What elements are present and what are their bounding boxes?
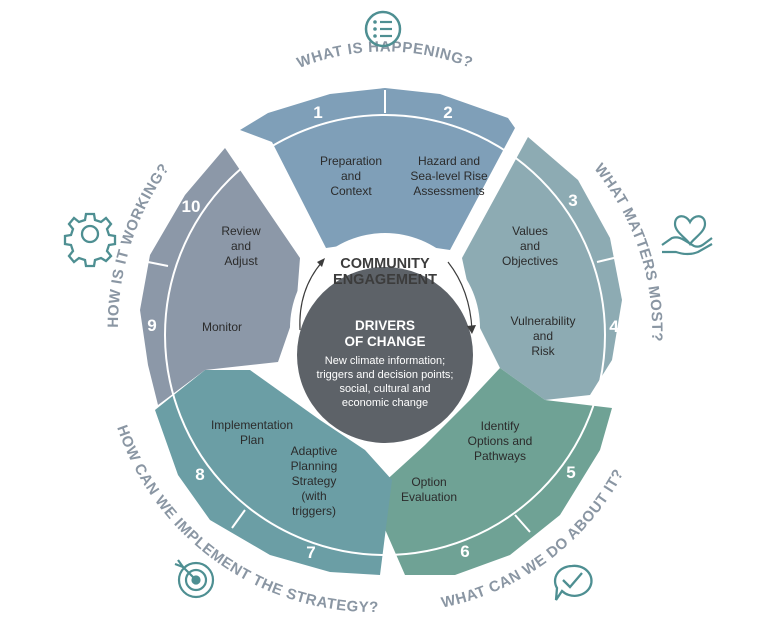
step-7-line2: Planning [291,459,338,473]
sector-what-matters-most [462,137,622,400]
drivers-title-line1: DRIVERS [355,318,415,333]
step-3-line1: Values [512,224,548,238]
step-10-line2: and [231,239,251,253]
check-bubble-icon [553,564,593,601]
arrow-head-left [317,258,325,267]
step-7-line3: Strategy [292,474,337,488]
heart-hand-icon [661,215,713,256]
step-number-1: 1 [313,103,322,122]
step-number-6: 6 [460,542,469,561]
step-2-line3: Assessments [413,184,484,198]
sector-what-can-we-do [370,368,612,575]
list-icon [364,10,402,48]
step-2-line1: Hazard and [418,154,480,168]
sector-how-is-it-working [140,148,300,405]
target-icon [174,559,215,599]
drivers-text-line4: economic change [342,397,428,409]
step-4-line1: Vulnerability [511,314,576,328]
gear-icon [63,212,117,268]
step-number-3: 3 [568,191,577,210]
engagement-title-line2: ENGAGEMENT [333,272,437,288]
step-number-2: 2 [443,103,452,122]
drivers-text-line2: triggers and decision points; [317,369,454,381]
step-8-line2: Plan [240,433,264,447]
step-2-line2: Sea-level Rise [410,169,488,183]
step-10-line3: Adjust [224,254,258,268]
sector-implement-strategy [155,370,392,575]
drivers-text-line1: New climate information; [325,355,445,367]
step-5-line2: Options and [468,434,533,448]
question-what-is-happening: WHAT IS HAPPENING? [295,38,476,71]
step-6-line2: Evaluation [401,490,457,504]
step-number-4: 4 [609,317,619,336]
drivers-title-line2: OF CHANGE [345,334,426,349]
step-3-line2: and [520,239,540,253]
step-6-line1: Option [411,475,446,489]
step-5-line3: Pathways [474,449,526,463]
step-dividers [147,90,619,533]
arrow-head-right [467,325,476,334]
step-number-5: 5 [566,463,575,482]
step-7-line1: Adaptive [291,444,338,458]
step-number-8: 8 [195,465,204,484]
inner-ring [164,114,606,556]
step-number-10: 10 [182,197,201,216]
step-8-line1: Implementation [211,418,293,432]
step-5-line1: Identify [481,419,520,433]
step-1-line2: and [341,169,361,183]
step-1-line1: Preparation [320,154,382,168]
cycle-arrows [299,261,473,331]
step-number-9: 9 [147,316,156,335]
step-7-line4: (with [301,489,326,503]
step-4-line2: and [533,329,553,343]
step-9-line1: Monitor [202,320,242,334]
step-3-line3: Objectives [502,254,558,268]
drivers-text-line3: social, cultural and [339,383,430,395]
step-4-line3: Risk [531,344,555,358]
step-7-line5: triggers) [292,504,336,518]
drivers-circle [297,267,473,443]
step-10-line1: Review [221,224,261,238]
step-1-line3: Context [330,184,372,198]
step-number-7: 7 [306,543,315,562]
engagement-title-line1: COMMUNITY [340,256,430,272]
